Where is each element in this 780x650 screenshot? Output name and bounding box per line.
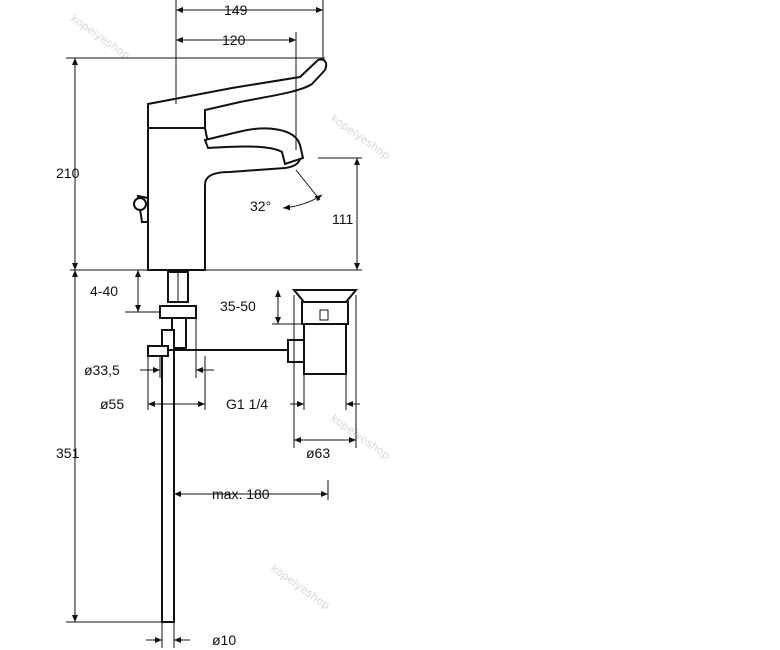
drain-body: [303, 323, 347, 375]
faucet-body: [133, 58, 328, 271]
popup-knob: [133, 197, 147, 211]
drain-pivot: [287, 339, 305, 363]
watermark-text-3: kopelyeshop: [328, 412, 392, 462]
drain-body-upper: [301, 301, 349, 325]
dim-10-label: ø10: [212, 632, 236, 648]
mounting-nut: [159, 305, 197, 319]
dim-63-label: ø63: [306, 445, 330, 461]
dim-210-label: 210: [56, 165, 80, 181]
dim-33-5-label: ø33,5: [84, 362, 120, 378]
dim-149-label: 149: [224, 2, 248, 18]
dim-32-label: 32°: [250, 198, 271, 214]
drain-slot: [319, 309, 329, 321]
linkage-clip: [147, 345, 169, 357]
faucet-lever: [147, 58, 328, 129]
supply-hose: [161, 329, 175, 623]
dim-4-40-label: 4-40: [90, 283, 118, 299]
dim-35-50-label: 35-50: [220, 298, 256, 314]
dim-120-label: 120: [222, 32, 246, 48]
dim-351-label: 351: [56, 445, 80, 461]
watermark-text-1: kopelyeshop: [68, 12, 132, 62]
dim-111-label: 111: [332, 211, 353, 227]
angle-arc: [282, 194, 323, 211]
dim-55-label: ø55: [100, 396, 124, 412]
faucet-spout: [203, 127, 305, 166]
watermark-text-2: kopelyeshop: [328, 112, 392, 162]
watermark-text-4: kopelyeshop: [268, 562, 332, 612]
drain-flange: [291, 289, 359, 303]
dim-g1-label: G1 1/4: [226, 396, 268, 412]
angle-ray: [295, 169, 321, 201]
dimensions: 149 120 210 32° 111 4-40 35-50 ø33,5: [56, 0, 362, 648]
dim-max180-label: max. 180: [212, 486, 270, 502]
